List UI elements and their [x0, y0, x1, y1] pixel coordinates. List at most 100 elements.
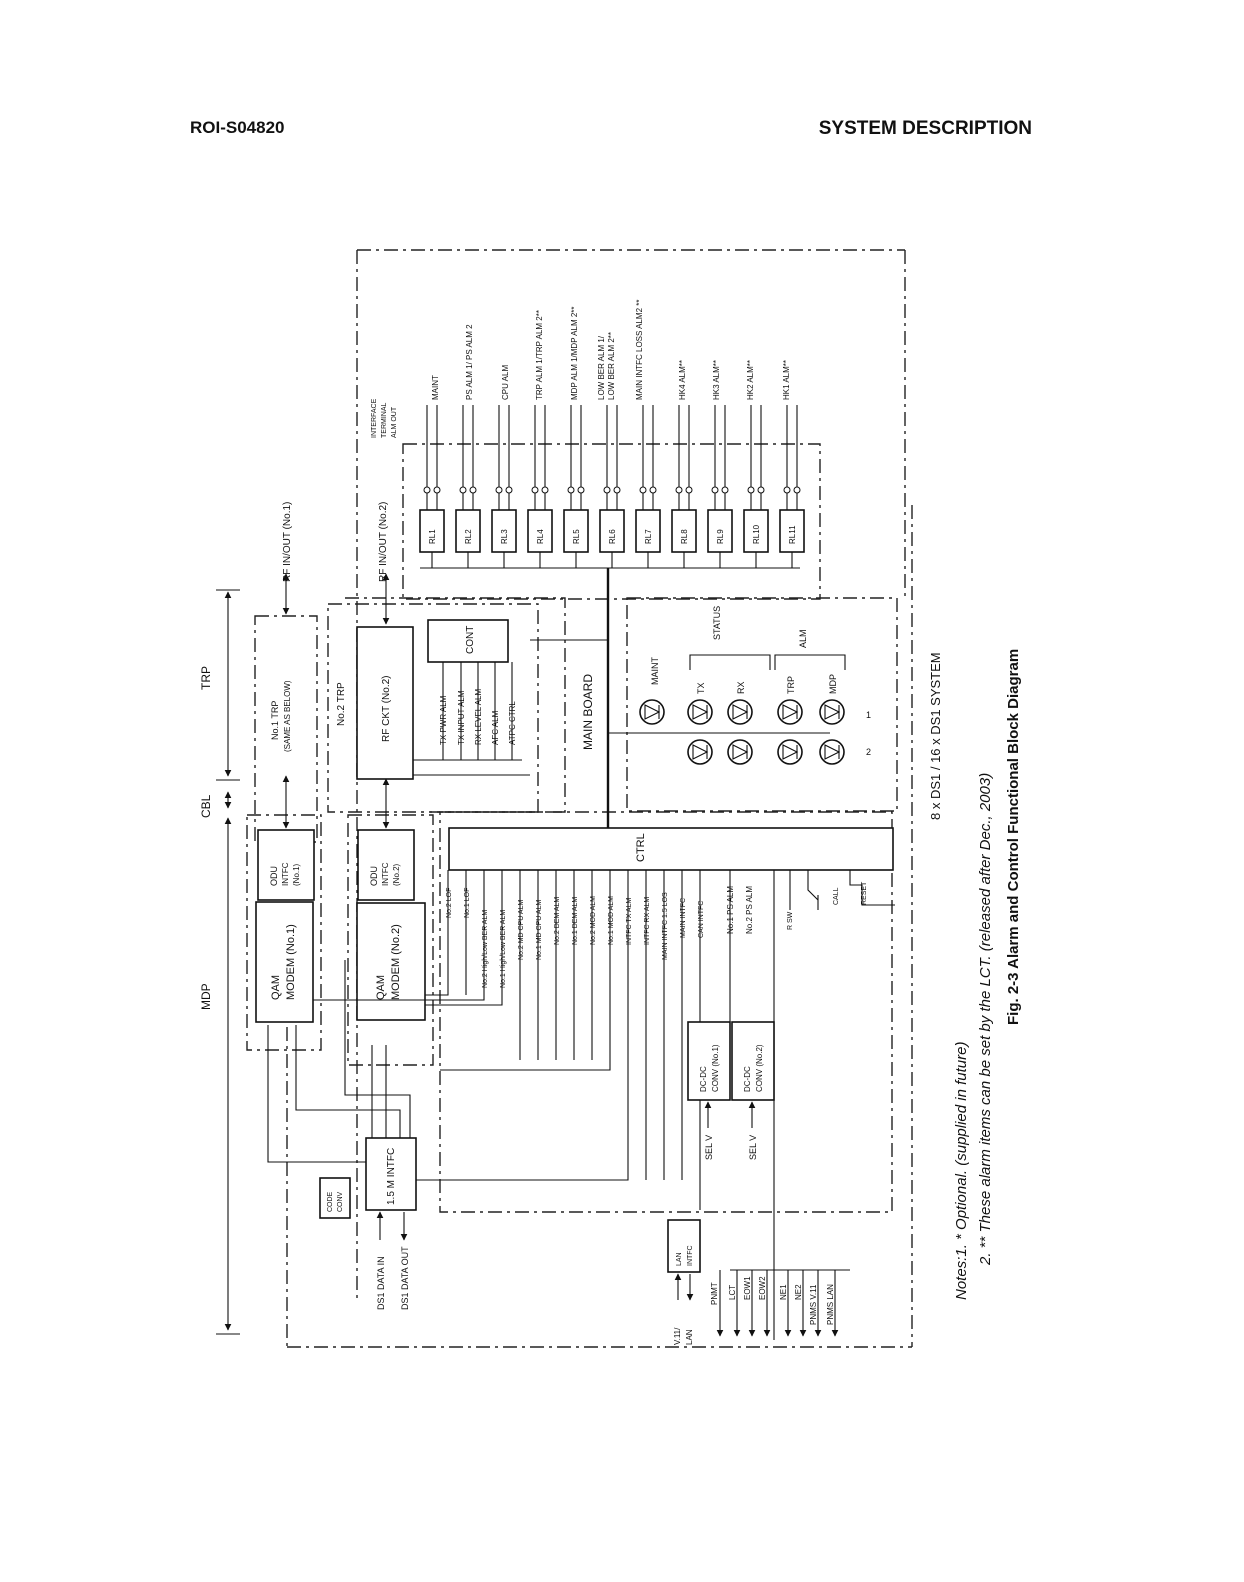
- mdp-label: MDP: [199, 983, 213, 1010]
- ctrl-input-label: No.2 MD CPU ALM: [518, 900, 525, 960]
- ctrl-input-label: No.1 LOF: [464, 888, 471, 918]
- intfc-15m-label: 1.5 M INTFC: [386, 1148, 397, 1205]
- rf-no2-label: RF IN/OUT (No.2): [378, 502, 389, 582]
- relay-box: [635, 509, 661, 553]
- alm-out-label: TRP ALM 1/TRP ALM 2**: [535, 310, 544, 400]
- ctrl-input-label: No.2 High/Low BER ALM: [482, 910, 489, 988]
- note-1: Notes:1. * Optional. (supplied in future…: [953, 1042, 970, 1300]
- alm-out-label: LOW BER ALM 1/: [597, 335, 606, 400]
- figure-caption: Fig. 2-3 Alarm and Control Functional Bl…: [1005, 649, 1022, 1025]
- ctrl-input-label: INTFC TX ALM: [626, 898, 633, 945]
- led-panel-outline: [626, 597, 898, 812]
- led-maint: MAINT: [639, 657, 665, 725]
- odu1-line: (No.1): [292, 863, 301, 886]
- interface-terminal-line: ALM OUT: [391, 406, 398, 438]
- led-diode-symbol: [692, 704, 709, 720]
- relay-box: [491, 509, 517, 553]
- alm-out-label: MAINT: [431, 375, 440, 400]
- alarm-outputs: MAINT PS ALM 1/ PS ALM 2 CPU ALM TRP ALM…: [431, 300, 791, 400]
- port-label: PNMS LAN: [826, 1284, 835, 1325]
- rf-no1-label: RF IN/OUT (No.1): [282, 502, 293, 582]
- r-sw-label: R SW: [787, 911, 794, 930]
- note-2: 2. ** These alarm items can be set by th…: [977, 773, 994, 1266]
- relay-label: RL5: [572, 529, 581, 544]
- dcdc2-line: CONV (No.2): [755, 1044, 764, 1092]
- alm-out-label: HK2 ALM**: [746, 360, 755, 400]
- rf-ckt-label: RF CKT (No.2): [381, 676, 392, 743]
- relay-contact: [531, 486, 539, 494]
- trp2-title: No.2 TRP: [336, 682, 347, 726]
- led-indicator: [687, 739, 713, 765]
- relay-contact: [423, 486, 431, 494]
- ctrl-input-label: No.1 MOD ALM: [608, 896, 615, 945]
- status-group-label: STATUS: [712, 606, 722, 640]
- relay-box: [599, 509, 625, 553]
- system-label: 8 x DS1 / 16 x DS1 SYSTEM: [928, 652, 943, 820]
- relay-label: RL2: [464, 529, 473, 544]
- call-switch: [807, 870, 819, 910]
- relay-label: RL4: [536, 529, 545, 544]
- relay-box: [419, 509, 445, 553]
- led-col-label: 1: [866, 710, 871, 720]
- relay-contact: [793, 486, 801, 494]
- led-label: TX: [696, 682, 706, 694]
- lan-intfc-line: LAN: [676, 1252, 683, 1266]
- ds1-out-label: DS1 DATA OUT: [400, 1246, 410, 1310]
- port-label: PNMS V.11: [809, 1284, 818, 1325]
- rf-signals: TX PWR ALM TX INPUT ALM RX LEVEL ALM AFC…: [413, 662, 530, 776]
- lan-intfc-box: [667, 1219, 701, 1273]
- relay-label: RL8: [680, 529, 689, 544]
- alm-group-label: ALM: [798, 629, 808, 648]
- led-diode-symbol: [782, 744, 799, 760]
- rf-ckt-box: [356, 626, 414, 780]
- rf-signal: RX LEVEL ALM: [474, 688, 483, 745]
- main-board-outline: [345, 597, 566, 813]
- ds1-in-label: DS1 DATA IN: [376, 1256, 386, 1310]
- relay-contact: [459, 486, 467, 494]
- ctrl-input-label: MAIN INTFC 1.5 LOS: [662, 892, 669, 960]
- port-label: PNMT: [710, 1282, 719, 1305]
- relay-label: RL7: [644, 529, 653, 544]
- ctrl-input-label: No.2 MOD ALM: [590, 896, 597, 945]
- port-label: EOW1: [743, 1276, 752, 1300]
- dcdc1-line: DC-DC: [699, 1066, 708, 1092]
- alm-out-label: HK3 ALM**: [712, 360, 721, 400]
- lan-intfc-line: INTFC: [687, 1245, 694, 1266]
- led-indicator: [687, 699, 713, 725]
- led-indicator: [727, 739, 753, 765]
- relay-contact: [577, 486, 585, 494]
- relay-contact: [649, 486, 657, 494]
- ctrl-input-label: No.1 DEM ALM: [572, 897, 579, 945]
- trp1-title: No.1 TRP: [270, 701, 280, 740]
- qam2-line: MODEM (No.2): [390, 924, 402, 1000]
- code-conv-line: CODE: [327, 1191, 334, 1212]
- document-id: ROI-S04820: [190, 118, 285, 137]
- interface-terminal-line: INTERFACE: [371, 398, 378, 438]
- odu2-line: ODU: [369, 866, 379, 886]
- ctrl-input-label: CAN INTFC: [698, 901, 705, 938]
- cbl-dimension: CBL: [199, 791, 232, 818]
- reset-switch: [849, 870, 895, 906]
- led-diode-symbol: [782, 704, 799, 720]
- ctrl-box: [448, 827, 894, 871]
- code-conv-box: [319, 1177, 351, 1219]
- alm-bracket: [774, 654, 846, 670]
- port-label: EOW2: [758, 1276, 767, 1300]
- v11-lan-line: V.11/: [673, 1327, 682, 1345]
- led-label: RX: [736, 681, 746, 694]
- dcdc1-line: CONV (No.1): [711, 1044, 720, 1092]
- relay-contact: [675, 486, 683, 494]
- relay-contact: [495, 486, 503, 494]
- relay-contact: [613, 486, 621, 494]
- qam2-line: QAM: [375, 975, 387, 1000]
- dcdc-conv-2-box: [731, 1021, 775, 1101]
- relay-label: RL10: [752, 524, 761, 544]
- port-label: NE2: [794, 1284, 803, 1300]
- trp1-subtitle: (SAME AS BELOW): [283, 680, 292, 752]
- alm-out-label: LOW BER ALM 2**: [607, 332, 616, 400]
- odu2-line: (No.2): [392, 863, 401, 886]
- trp-dimension: TRP: [199, 589, 240, 781]
- alm-out-label: PS ALM 1/ PS ALM 2: [465, 324, 474, 400]
